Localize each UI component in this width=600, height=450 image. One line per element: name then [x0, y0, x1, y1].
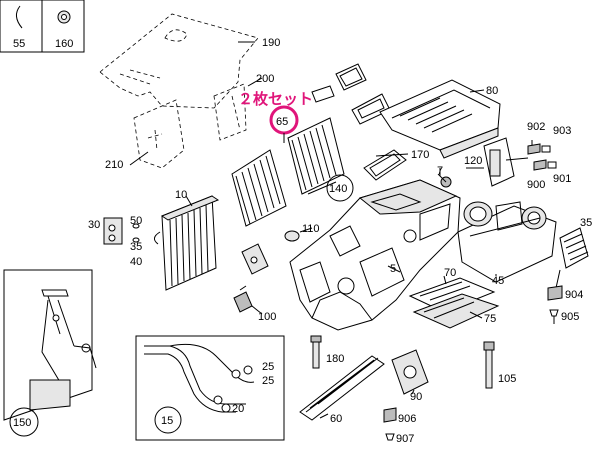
- heater-core-60: 60: [299, 355, 385, 425]
- cabin-filter-right: [287, 117, 345, 195]
- resistor-35: 35 904 905: [547, 217, 592, 324]
- callout-80: 80: [486, 85, 498, 97]
- pipes-15: 25 25 20 15: [135, 335, 285, 441]
- callout-90: 90: [410, 391, 422, 403]
- seal-200: 200: [213, 73, 274, 141]
- callout-50: 50: [130, 215, 142, 227]
- callout-105: 105: [498, 373, 516, 385]
- callout-55: 55: [13, 38, 25, 50]
- callout-140: 140: [329, 183, 347, 195]
- linkage-150: 150: [3, 269, 97, 437]
- callout-60: 60: [330, 413, 342, 425]
- callout-210: 210: [105, 159, 123, 171]
- callout-190: 190: [262, 37, 280, 49]
- callout-45: 45: [492, 275, 504, 287]
- callout-35: 35: [130, 241, 142, 253]
- callout-903: 903: [553, 125, 571, 137]
- callout-907: 907: [396, 433, 414, 445]
- actuator-left: [241, 243, 269, 275]
- callout-circle-15: [154, 406, 182, 434]
- callout-906: 906: [398, 413, 416, 425]
- callout-25-a: 25: [262, 361, 274, 373]
- expansion-valve-30: 30 50 35 40: [88, 215, 142, 268]
- callout-200: 200: [256, 73, 274, 85]
- upper-housing-80: 80: [379, 79, 501, 159]
- connector-100: 100: [233, 285, 276, 323]
- callout-100: 100: [258, 311, 276, 323]
- callout-904: 904: [565, 289, 583, 301]
- callout-25-b: 25: [262, 375, 274, 387]
- sensor-180: 180: [310, 335, 344, 369]
- callout-150: 150: [13, 417, 31, 429]
- callout-75: 75: [484, 313, 496, 325]
- callout-7: 7: [437, 165, 443, 177]
- insulation-mat-210: 210: [105, 99, 185, 171]
- cabin-filter-left: [231, 149, 287, 227]
- frame-parts: [311, 63, 391, 125]
- evaporator-10: 10: [154, 189, 220, 291]
- callout-170: 170: [411, 149, 429, 161]
- callout-902: 902: [527, 121, 545, 133]
- callout-15: 15: [161, 415, 173, 427]
- callout-circle-140: [326, 174, 354, 202]
- callout-circle-150: [9, 407, 39, 437]
- callout-905: 905: [561, 311, 579, 323]
- callout-10: 10: [175, 189, 187, 201]
- callout-30: 30: [88, 219, 100, 231]
- highlight-annotation: ２枚セット 65: [238, 90, 313, 143]
- callout-20: 20: [232, 403, 244, 415]
- part-box-55: 55: [0, 0, 43, 53]
- callout-110: 110: [302, 223, 320, 235]
- sensor-105: 105: [483, 341, 516, 389]
- hvac-housing-5: 5: [289, 179, 461, 331]
- actuator-90: 90 906 907: [383, 349, 429, 445]
- callout-901: 901: [553, 173, 571, 185]
- screw-7: 7: [437, 165, 452, 188]
- gasket-170: 170: [363, 149, 429, 181]
- insulation-mat-190: 190: [99, 13, 280, 109]
- callout-65: 65: [276, 116, 288, 128]
- callout-40: 40: [130, 256, 142, 268]
- callout-70: 70: [444, 267, 456, 279]
- callout-900: 900: [527, 179, 545, 191]
- callout-180: 180: [326, 353, 344, 365]
- callout-35b: 35: [580, 217, 592, 229]
- set-of-two-note: ２枚セット: [238, 90, 313, 108]
- part-box-160: 160: [41, 0, 85, 53]
- callout-120: 120: [464, 155, 482, 167]
- panel-75: 75: [412, 293, 500, 329]
- callout-5: 5: [390, 263, 396, 275]
- sensor-900: 902 903 900 901: [483, 121, 571, 191]
- blower-45: 45: [457, 201, 557, 287]
- part-110: 110: [284, 223, 320, 242]
- callout-160: 160: [55, 38, 73, 50]
